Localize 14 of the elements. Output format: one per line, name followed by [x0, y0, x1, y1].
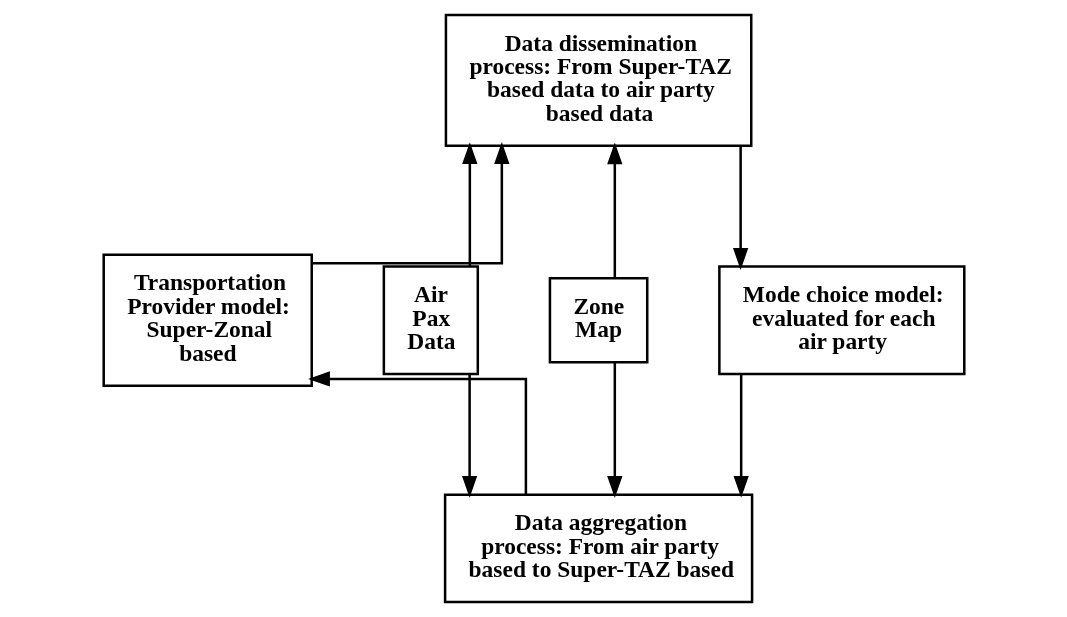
arrow — [733, 374, 749, 498]
arrow — [606, 362, 622, 498]
node-box: Data aggregation process: From air party based to Super-TAZ based — [443, 493, 753, 604]
arrow — [461, 374, 477, 498]
arrow — [732, 145, 748, 270]
arrow — [461, 142, 477, 267]
node-box: Air Pax Data — [382, 265, 479, 376]
node-box: Data dissemination process: From Super-TAZ based data to air party based data — [444, 13, 752, 148]
arrow — [307, 371, 527, 495]
node-box: Zone Map — [548, 277, 648, 364]
node-box: Mode choice model: evaluated for each air party — [717, 265, 966, 376]
arrow — [311, 142, 509, 265]
node-box: Transportation Provider model: Super-Zonal based — [101, 253, 313, 387]
arrow — [606, 142, 622, 278]
